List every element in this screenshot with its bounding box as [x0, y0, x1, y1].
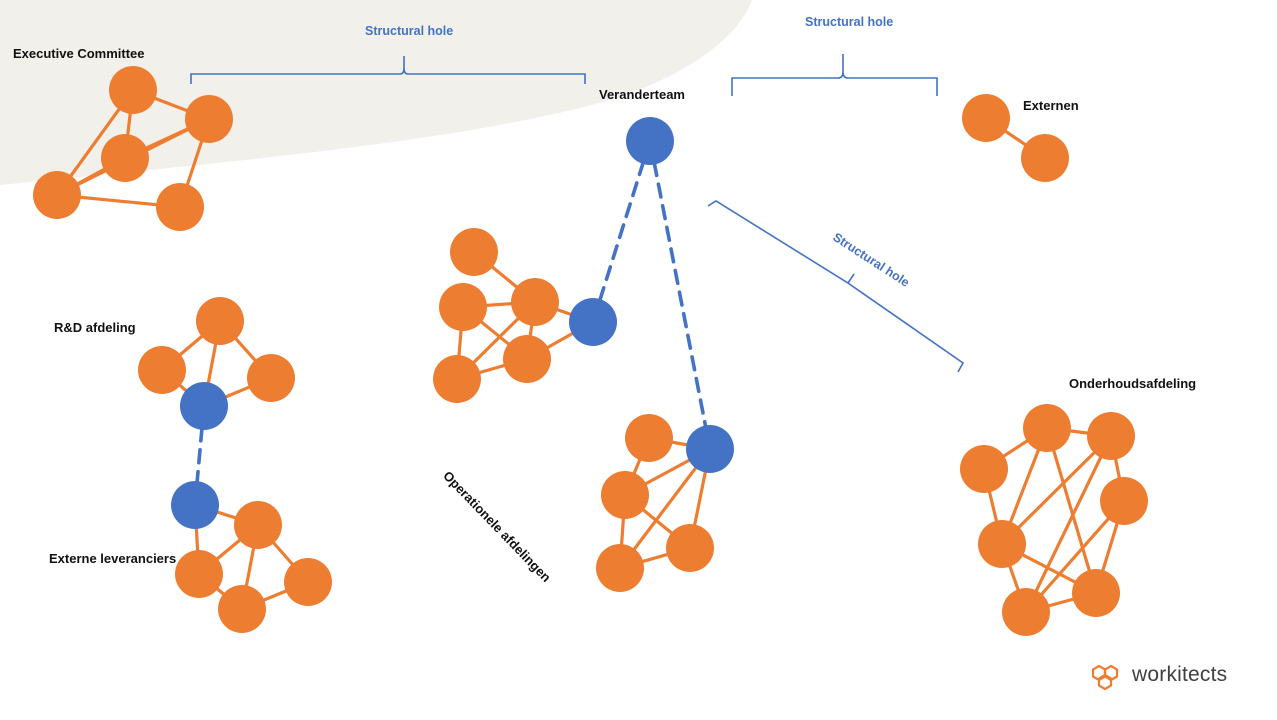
onderhoud-node: [1072, 569, 1120, 617]
externen-node: [962, 94, 1010, 142]
structural-hole-label-top-right: Structural hole: [805, 15, 894, 29]
rd-node: [247, 354, 295, 402]
onderhoud-node: [1002, 588, 1050, 636]
veranderteam-bridge-links: [193, 139, 712, 507]
logo-wordmark: workitects: [1132, 663, 1228, 686]
rd-node: [196, 297, 244, 345]
bracket-diagonal: [707, 200, 965, 373]
edges: [55, 88, 1126, 614]
structural-hole-label-top-left: Structural hole: [365, 24, 454, 38]
operationele-node: [503, 335, 551, 383]
operationele-node: [433, 355, 481, 403]
leveranciers-node: [218, 585, 266, 633]
operationele-bridge-node: [569, 298, 617, 346]
rd-node: [138, 346, 186, 394]
externen-node: [1021, 134, 1069, 182]
operationele-bridge-node: [686, 425, 734, 473]
operationele-node: [450, 228, 498, 276]
onderhoud-node: [960, 445, 1008, 493]
executive-node: [33, 171, 81, 219]
operationele-node: [625, 414, 673, 462]
label-executive-committee: Executive Committee: [13, 46, 145, 61]
onderhoud-node: [1023, 404, 1071, 452]
leveranciers-node: [175, 550, 223, 598]
operationele-node: [596, 544, 644, 592]
structural-hole-brackets: [190, 54, 965, 373]
label-veranderteam: Veranderteam: [599, 87, 685, 102]
label-rd-afdeling: R&D afdeling: [54, 320, 136, 335]
executive-node: [101, 134, 149, 182]
label-externe-leveranciers: Externe leveranciers: [49, 551, 177, 566]
label-externen: Externen: [1023, 98, 1079, 113]
onderhoud-node: [1087, 412, 1135, 460]
workitects-logo: workitects: [1090, 662, 1240, 690]
label-onderhoudsafdeling: Onderhoudsafdeling: [1069, 376, 1197, 391]
hexagon-chain-icon: [1091, 664, 1119, 690]
onderhoud-node: [1100, 477, 1148, 525]
leveranciers-node: [234, 501, 282, 549]
nodes: [33, 66, 1148, 636]
rd-bridge-node: [180, 382, 228, 430]
bracket-top-left: [190, 56, 586, 84]
executive-node: [109, 66, 157, 114]
onderhoud-node: [978, 520, 1026, 568]
executive-node: [185, 95, 233, 143]
executive-node: [156, 183, 204, 231]
operationele-node: [511, 278, 559, 326]
veranderteam-node: [626, 117, 674, 165]
operationele-node: [439, 283, 487, 331]
leveranciers-bridge-node: [171, 481, 219, 529]
operationele-node: [601, 471, 649, 519]
executive-area-shade: [0, 0, 752, 185]
bracket-top-right: [731, 54, 938, 96]
leveranciers-node: [284, 558, 332, 606]
operationele-node: [666, 524, 714, 572]
